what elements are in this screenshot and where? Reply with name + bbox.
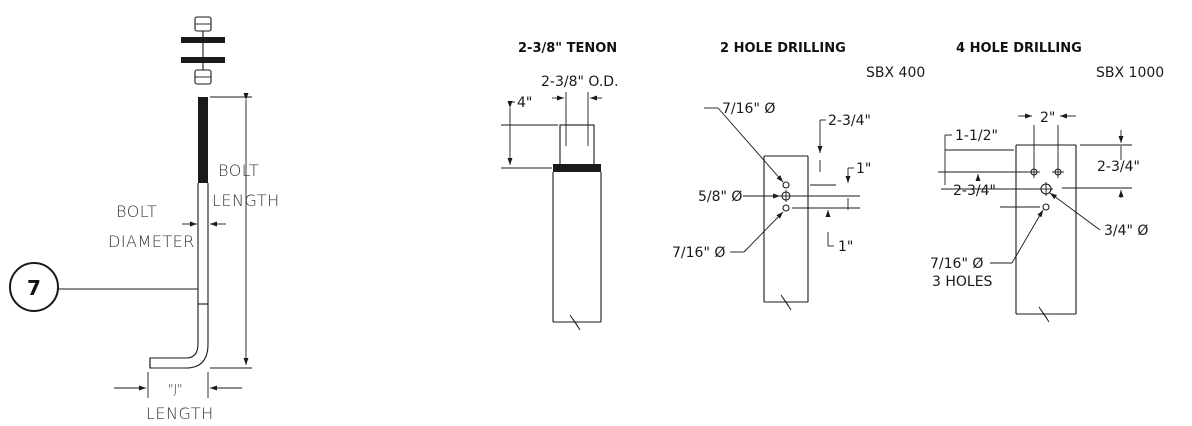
four-hole-width-label: 2" — [1040, 110, 1055, 126]
bottom-washer — [181, 57, 225, 63]
bolt-diameter-label-2: DIAMETER — [108, 232, 195, 251]
callout-number: 7 — [27, 276, 41, 300]
callout-circle — [9, 262, 59, 312]
two-hole-spacing-top-label: 1" — [856, 161, 871, 177]
four-hole-large-hole-label: 3/4" Ø — [1104, 223, 1148, 239]
two-hole-spacing-bot-label: 1" — [838, 239, 853, 255]
four-hole-bottom-hole — [1042, 203, 1050, 211]
bolt-diameter-label-1: BOLT — [116, 202, 157, 221]
j-length-label: LENGTH — [146, 404, 214, 423]
bolt-threads — [198, 97, 208, 183]
four-hole-model: SBX 1000 — [1096, 65, 1164, 81]
anchor-bolt-drawing: BOLT LENGTH BOLT DIAMETER "J" LENGTH — [108, 16, 280, 423]
two-hole-top-hole-label: 7/16" Ø — [722, 101, 775, 117]
four-hole-small-holes-label-1: 7/16" Ø — [930, 256, 983, 272]
tenon-height-label: 4" — [517, 95, 532, 111]
two-hole-top-hole — [782, 181, 790, 189]
four-hole-drilling-drawing: 4 HOLE DRILLING SBX 1000 2" 1-1/2" — [930, 41, 1164, 323]
four-hole-small-holes-label-2: 3 HOLES — [932, 274, 993, 290]
tenon-pin — [559, 124, 595, 170]
bolt-length-label-1: BOLT — [218, 161, 259, 180]
tenon-drawing: 2-3/8" TENON 2-3/8" O.D. 4" — [501, 41, 619, 331]
tenon-title: 2-3/8" TENON — [518, 41, 617, 56]
two-hole-bottom-hole — [782, 204, 790, 212]
two-hole-title: 2 HOLE DRILLING — [720, 41, 846, 56]
two-hole-bot-hole-label: 7/16" Ø — [672, 245, 725, 261]
j-label: "J" — [168, 382, 183, 396]
tenon-base-plate — [553, 164, 601, 172]
four-hole-title: 4 HOLE DRILLING — [956, 41, 1082, 56]
j-hook — [149, 343, 209, 369]
tenon-od-label: 2-3/8" O.D. — [541, 74, 619, 90]
two-hole-mid-hole-label: 5/8" Ø — [698, 189, 742, 205]
four-hole-left-dim-label: 2-3/4" — [953, 183, 996, 199]
top-washer — [181, 37, 225, 43]
two-hole-drilling-drawing: 2 HOLE DRILLING SBX 400 7/16" Ø 5/8" Ø 7… — [672, 41, 925, 311]
two-hole-offset-label: 2-3/4" — [828, 113, 871, 129]
bolt-length-label-2: LENGTH — [212, 191, 280, 210]
two-hole-model: SBX 400 — [866, 65, 925, 81]
four-hole-top-offset-label: 1-1/2" — [955, 128, 998, 144]
four-hole-right-dim-label: 2-3/4" — [1097, 159, 1140, 175]
callout-7: 7 — [9, 262, 198, 312]
